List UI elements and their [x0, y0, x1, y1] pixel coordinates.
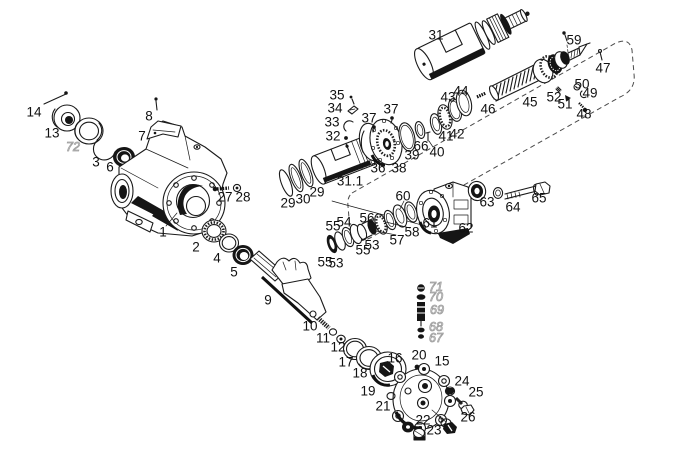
part-label-17: 17: [338, 355, 353, 370]
part-label-8: 8: [145, 109, 153, 124]
part-label-59: 59: [566, 33, 581, 48]
cylinder-tube-31-1: [278, 95, 376, 197]
part-label-54: 54: [336, 215, 352, 230]
part-label-29: 29: [280, 196, 295, 211]
part-label-20: 20: [411, 348, 426, 363]
part-label-55: 55: [355, 243, 370, 258]
part-label-25: 25: [468, 385, 483, 400]
seal-stack-53-61: [326, 200, 418, 254]
side-cover-15: [386, 362, 475, 441]
ghost-valve-stack: [416, 284, 426, 339]
part-label-65: 65: [531, 191, 546, 206]
valve-flange-36-44: [358, 89, 487, 167]
input-shaft-parts: [43, 91, 135, 167]
part-label-60: 60: [395, 189, 410, 204]
part-label-19: 19: [360, 384, 375, 399]
part-label-37: 37: [383, 102, 398, 117]
part-label-49: 49: [582, 86, 597, 101]
part-label-46: 46: [480, 102, 495, 117]
part-label-58: 58: [404, 225, 419, 240]
part-label-29: 29: [309, 185, 324, 200]
part-label-26: 26: [460, 410, 475, 425]
part-label-9: 9: [264, 293, 272, 308]
part-label-31: 31: [428, 28, 443, 43]
part-label-39: 39: [404, 148, 419, 163]
part-label-47: 47: [595, 61, 610, 76]
part-label-35: 35: [329, 88, 344, 103]
part-label-27: 27: [217, 190, 232, 205]
part-label-37: 37: [361, 111, 376, 126]
part-label-52: 52: [546, 90, 561, 105]
part-label-18: 18: [352, 366, 367, 381]
part-label-22: 22: [415, 413, 430, 428]
part-label-31-1: 31.1: [337, 174, 363, 189]
rings-17-18-19-16: [342, 337, 407, 387]
part-label-57: 57: [389, 233, 404, 248]
part-label-67: 67: [429, 331, 444, 345]
part-label-42: 42: [449, 127, 464, 142]
part-label-12: 12: [330, 340, 345, 355]
part-label-10: 10: [302, 319, 317, 334]
part-label-68: 68: [429, 320, 443, 334]
part-label-36: 36: [370, 161, 385, 176]
part-label-28: 28: [235, 190, 250, 205]
part-label-21: 21: [375, 399, 390, 414]
part-label-3: 3: [92, 155, 100, 170]
part-label-7: 7: [138, 129, 146, 144]
part-label-70: 70: [429, 290, 443, 304]
part-label-71: 71: [429, 280, 443, 294]
part-label-24: 24: [454, 374, 470, 389]
part-label-6: 6: [106, 160, 114, 175]
part-label-16: 16: [387, 351, 402, 366]
part-label-5: 5: [230, 265, 238, 280]
part-label-30: 30: [295, 192, 310, 207]
part-label-43: 43: [440, 90, 455, 105]
part-label-56: 56: [359, 211, 374, 226]
sector-shaft-9: [249, 250, 346, 344]
part-label-44: 44: [453, 84, 469, 99]
part-label-34: 34: [327, 101, 343, 116]
piston-31: [414, 9, 530, 81]
part-label-33: 33: [324, 115, 339, 130]
screws-27-28: [212, 183, 242, 193]
part-label-53: 53: [364, 238, 379, 253]
part-label-14: 14: [26, 105, 42, 120]
part-label-41: 41: [438, 129, 453, 144]
end-housing-62: [416, 180, 551, 244]
part-label-23: 23: [426, 423, 441, 438]
part-label-15: 15: [434, 354, 449, 369]
part-label-2: 2: [192, 240, 200, 255]
part-label-4: 4: [213, 251, 221, 266]
part-label-1: 1: [159, 225, 167, 240]
part-label-38: 38: [391, 161, 406, 176]
part-label-45: 45: [522, 95, 537, 110]
part-label-11: 11: [316, 331, 330, 346]
worm-shaft-45: [488, 31, 603, 113]
part-label-32: 32: [325, 129, 340, 144]
housing-1: [110, 97, 228, 237]
part-label-53: 53: [328, 256, 343, 271]
part-label-72: 72: [66, 140, 80, 154]
part-label-55: 55: [317, 255, 332, 270]
part-label-55: 55: [325, 219, 340, 234]
part-label-48: 48: [576, 107, 591, 122]
part-label-13: 13: [44, 126, 59, 141]
bearing-stack-2-4-5: [201, 219, 254, 265]
part-label-51: 51: [557, 97, 572, 112]
part-label-40: 40: [429, 145, 444, 160]
part-label-69: 69: [430, 303, 444, 317]
part-label-61: 61: [422, 216, 437, 231]
part-label-62: 62: [458, 221, 473, 236]
part-label-50: 50: [574, 77, 589, 92]
part-label-64: 64: [505, 200, 521, 215]
part-label-63: 63: [479, 195, 494, 210]
part-label-66: 66: [413, 139, 428, 154]
